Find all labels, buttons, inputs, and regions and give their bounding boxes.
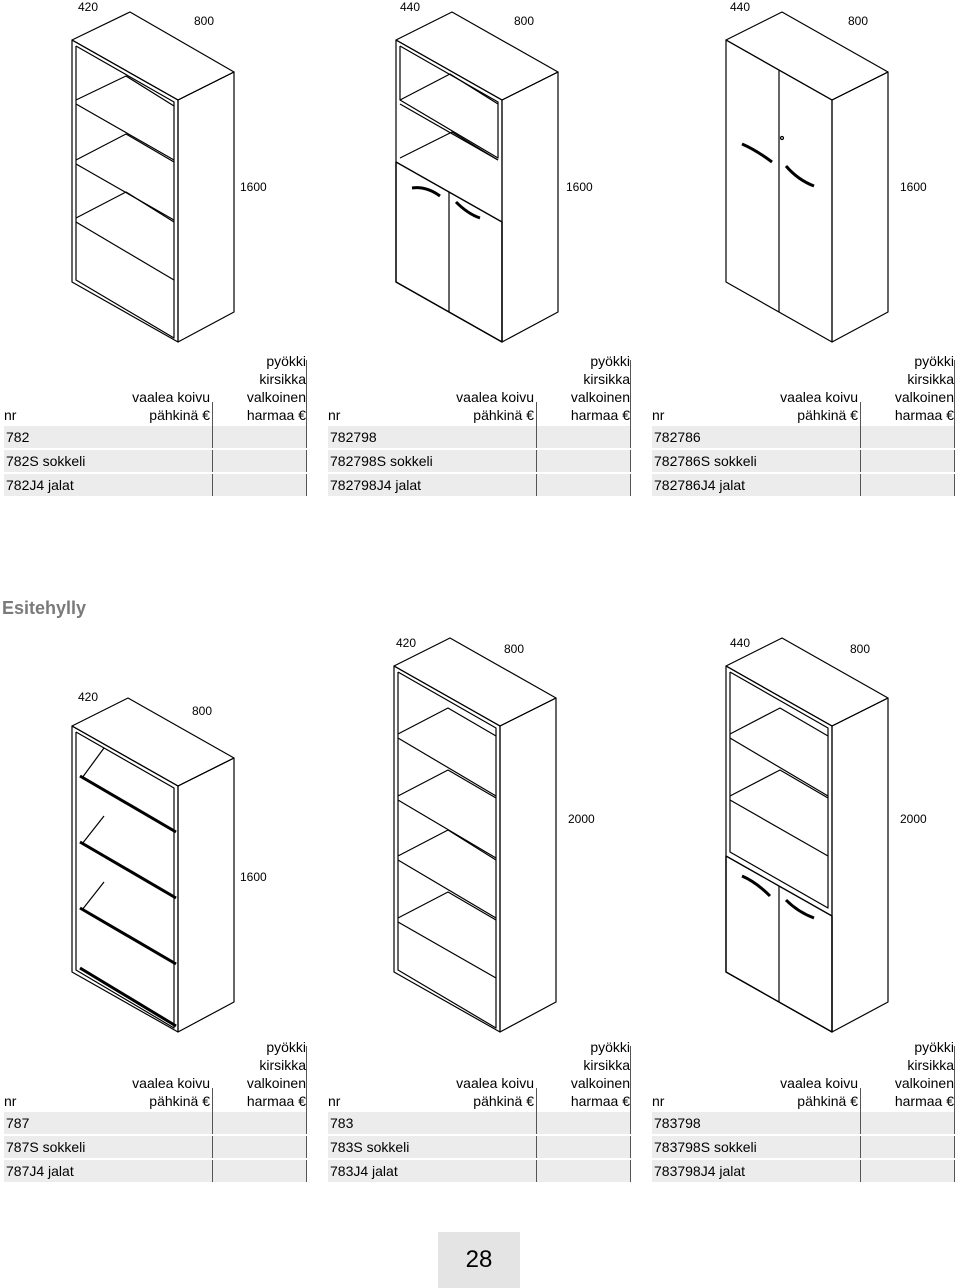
col-nr-header: nr [4, 407, 17, 423]
table-row: 782798S sokkeli [328, 450, 631, 472]
dim-depth-d: 420 [78, 690, 99, 704]
table-row: 782 [4, 426, 307, 448]
table-row: 787S sokkeli [4, 1136, 307, 1158]
bookcase-open-2000-drawing [393, 637, 557, 1033]
dim-width-e: 800 [504, 642, 525, 656]
dim-depth-e: 420 [396, 636, 417, 650]
wardrobe-1600-drawing [725, 11, 889, 343]
dim-width-a: 800 [194, 14, 215, 28]
dim-depth-b: 440 [400, 0, 421, 14]
bookcase-doors-2000-drawing [725, 637, 889, 1033]
dim-width-d: 800 [192, 704, 213, 718]
bookcase-open-1600-drawing [71, 11, 235, 343]
dim-depth-f: 440 [730, 636, 751, 650]
brochure-shelf-1600-drawing [71, 697, 235, 1033]
table-row: 783798S sokkeli [652, 1136, 955, 1158]
dim-height-c: 1600 [900, 180, 927, 194]
col-a-header: vaalea koivu pähkinä € [132, 389, 210, 423]
dim-height-f: 2000 [900, 812, 927, 826]
dim-depth-c: 440 [730, 0, 751, 14]
table-row: 783 [328, 1112, 631, 1134]
dim-width-c: 800 [848, 14, 869, 28]
price-table-782: nr vaalea koivu pähkinä € pyökki kirsikk… [4, 353, 307, 496]
dim-height-e: 2000 [568, 812, 595, 826]
table-row: 782786 [652, 426, 955, 448]
bookcase-doors-1600-drawing [395, 11, 559, 343]
table-header: nr vaalea koivu pähkinä € pyökki kirsikk… [4, 353, 307, 426]
dim-depth-a: 420 [78, 0, 99, 14]
col-b-header: pyökki kirsikka valkoinen harmaa € [246, 353, 306, 423]
table-row: 782786J4 jalat [652, 474, 955, 496]
table-row: 783J4 jalat [328, 1160, 631, 1182]
table-row: 782S sokkeli [4, 450, 307, 472]
dim-height-a: 1600 [240, 180, 267, 194]
table-row: 782786S sokkeli [652, 450, 955, 472]
dim-height-d: 1600 [240, 870, 267, 884]
dim-width-f: 800 [850, 642, 871, 656]
table-row: 787 [4, 1112, 307, 1134]
table-row: 782798 [328, 426, 631, 448]
table-row: 783798J4 jalat [652, 1160, 955, 1182]
table-row: 783798 [652, 1112, 955, 1134]
dim-width-b: 800 [514, 14, 535, 28]
table-row: 787J4 jalat [4, 1160, 307, 1182]
dim-height-b: 1600 [566, 180, 593, 194]
table-row: 782798J4 jalat [328, 474, 631, 496]
page-number: 28 [438, 1232, 520, 1288]
table-row: 782J4 jalat [4, 474, 307, 496]
table-row: 783S sokkeli [328, 1136, 631, 1158]
section-title: Esitehylly [2, 598, 87, 618]
